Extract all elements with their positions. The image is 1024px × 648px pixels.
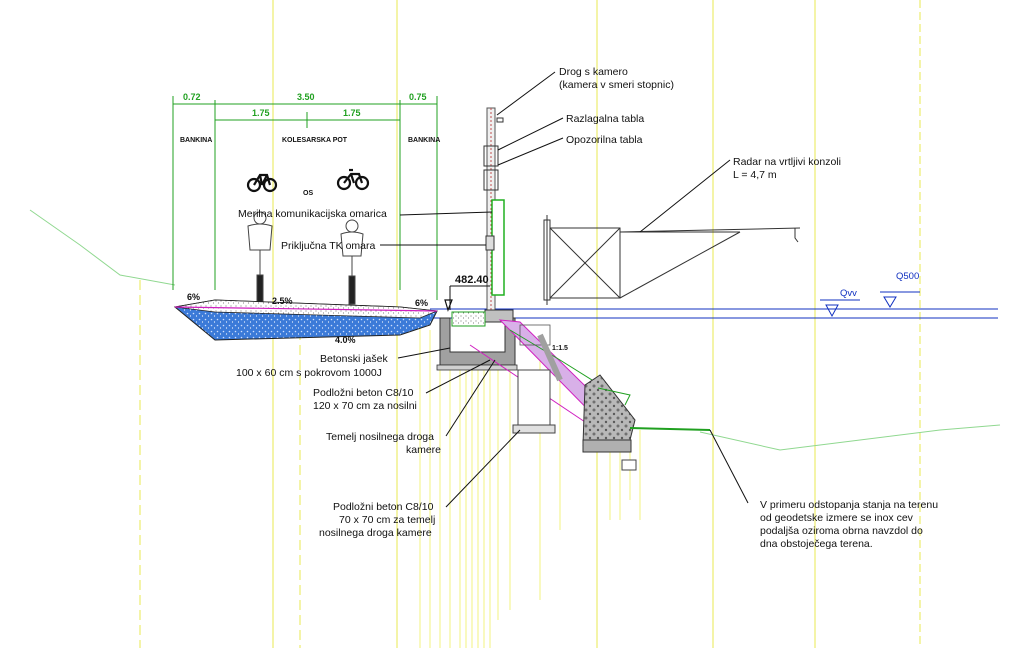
note-line-1: V primeru odstopanja stanja na terenu xyxy=(760,499,938,511)
callout-warning-sign: Opozorilna tabla xyxy=(566,134,643,146)
dim-lane-right: 1.75 xyxy=(343,108,361,118)
callout-foundation-camera: kamere xyxy=(406,444,441,456)
callout-base-concrete: Podložni beton C8/10 xyxy=(313,387,414,399)
callout-info-sign: Razlagalna tabla xyxy=(566,113,644,125)
concrete-shaft xyxy=(436,299,518,371)
note-line-4: dna obstoječega terena. xyxy=(760,538,873,550)
pole-foundation xyxy=(512,369,556,434)
water-levels: Qvv Q500 xyxy=(430,271,998,319)
bicycle-icon xyxy=(336,168,370,191)
callout-shaft: Betonski jašek xyxy=(320,353,388,365)
slope-embankment: 1:1.5 xyxy=(552,345,568,352)
callout-base-pole: Podložni beton C8/10 xyxy=(333,501,434,513)
callout-radar: Radar na vrtljivi konzoli xyxy=(733,156,841,168)
callout-measuring-cabinet: Merilna komunikacijska omarica xyxy=(238,208,387,220)
terrain-lines xyxy=(29,209,1001,451)
dimension-lines xyxy=(172,96,438,300)
callout-pole-camera-note: (kamera v smeri stopnic) xyxy=(559,79,674,91)
slope-base: 4.0% xyxy=(335,335,356,345)
note-line-3: podaljša oziroma obrna navzdol do xyxy=(760,525,923,537)
cyclist-icon xyxy=(340,219,364,305)
leader-lines xyxy=(380,71,749,508)
callout-base-pole-size: 70 x 70 cm za temelj xyxy=(339,514,435,526)
bicycle-icon xyxy=(246,173,278,193)
dim-left-shoulder: 0.72 xyxy=(183,92,201,102)
callout-base-pole-purpose: nosilnega droga kamere xyxy=(319,527,432,539)
slope-center: 2.5% xyxy=(272,296,293,306)
dim-total: 3.50 xyxy=(297,92,315,102)
dim-right-shoulder: 0.75 xyxy=(409,92,427,102)
label-path: KOLESARSKA POT xyxy=(282,137,348,144)
label-or: OS xyxy=(303,190,313,197)
elevation-value: 482.40 xyxy=(455,274,489,286)
label-right-shoulder: BANKINA xyxy=(408,137,440,144)
cycle-path-pavement xyxy=(173,299,438,341)
elevation-marker xyxy=(449,285,490,310)
cyclist-icon xyxy=(247,211,273,304)
callout-shaft-size: 100 x 60 cm s pokrovom 1000J xyxy=(236,367,382,379)
retaining-block xyxy=(582,374,711,471)
callout-base-concrete-size: 120 x 70 cm za nosilni xyxy=(313,400,417,412)
water-level-q500: Q500 xyxy=(896,271,919,282)
radar-console xyxy=(543,215,801,305)
callout-pole-camera: Drog s kamero xyxy=(559,66,628,78)
slope-left: 6% xyxy=(187,292,200,302)
callout-radar-length: L = 4,7 m xyxy=(733,169,777,181)
slope-right: 6% xyxy=(415,298,428,308)
yellow-reference-lines xyxy=(139,0,921,648)
dim-lane-left: 1.75 xyxy=(252,108,270,118)
callout-foundation: Temelj nosilnega droga xyxy=(326,431,434,443)
note-line-2: od geodetske izmere se inox cev xyxy=(760,512,914,524)
callout-tk-cabinet: Priključna TK omara xyxy=(281,240,376,252)
yellow-structure-lines xyxy=(419,320,641,648)
water-level-qvv: Qvv xyxy=(840,288,857,299)
label-left-shoulder: BANKINA xyxy=(180,137,212,144)
